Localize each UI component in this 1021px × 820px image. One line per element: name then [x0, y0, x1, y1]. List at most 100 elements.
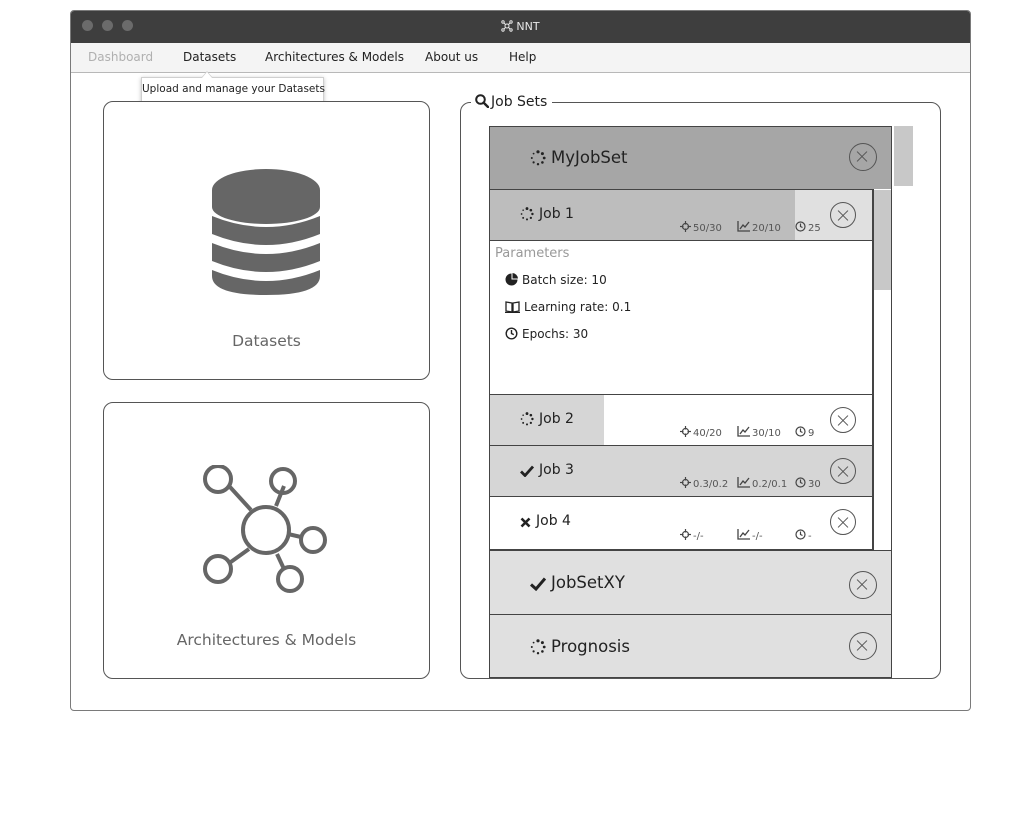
time-value: 25 [808, 223, 821, 234]
close-job-button[interactable] [830, 202, 856, 228]
time-value: 9 [808, 428, 815, 439]
book-icon [505, 301, 520, 314]
job-progress-bar [490, 395, 604, 445]
menu-dashboard[interactable]: Dashboard [88, 50, 154, 64]
spinner-icon [530, 639, 546, 655]
job-1-parameters: Parameters Batch size: 10 Learning rate:… [489, 241, 873, 395]
job-title: Job 1 [520, 206, 574, 222]
close-job-button[interactable] [830, 509, 856, 535]
jobsets-legend-label: Job Sets [491, 94, 548, 110]
performance-stat: -/- [737, 529, 763, 542]
jobsets-scrollbar-thumb[interactable] [894, 126, 913, 186]
search-icon [475, 94, 490, 109]
line-chart-icon [737, 426, 750, 437]
x-mark-icon [520, 517, 531, 528]
epochs-value: 50/30 [693, 223, 722, 234]
close-window-dot[interactable] [82, 20, 93, 31]
performance-value: 30/10 [752, 428, 781, 439]
job-name: Job 3 [539, 462, 574, 478]
line-chart-icon [737, 221, 750, 232]
learning-rate-label: Learning rate: 0.1 [524, 300, 632, 314]
epochs-param-label: Epochs: 30 [522, 327, 589, 341]
jobsets-scrollbar[interactable] [894, 126, 913, 678]
spinner-icon [520, 412, 534, 426]
batch-size-label: Batch size: 10 [522, 273, 607, 287]
epochs-value: 40/20 [693, 428, 722, 439]
time-stat: 30 [795, 477, 821, 490]
job-title: Job 4 [520, 513, 571, 529]
clock-icon [795, 477, 806, 488]
window-title: NNT [516, 20, 540, 33]
job-progress-bar [490, 190, 795, 240]
jobsets-panel [460, 102, 941, 679]
clock-icon [505, 327, 518, 340]
minimize-window-dot[interactable] [102, 20, 113, 31]
menu-help[interactable]: Help [509, 50, 537, 64]
job-2[interactable]: Job 2 40/20 30/10 9 [489, 394, 873, 446]
close-jobset-button[interactable] [849, 632, 877, 660]
job-name: Job 1 [539, 206, 574, 222]
line-chart-icon [737, 477, 750, 488]
epochs-stat: -/- [680, 529, 704, 542]
datasets-card-label: Datasets [232, 332, 301, 350]
learning-rate-row: Learning rate: 0.1 [505, 300, 631, 314]
maximize-window-dot[interactable] [122, 20, 133, 31]
time-stat: 25 [795, 221, 821, 234]
jobset-name: Prognosis [551, 637, 630, 656]
crosshair-icon [680, 477, 691, 488]
jobset-myjobset[interactable]: MyJobSet [489, 126, 892, 190]
crosshair-icon [680, 426, 691, 437]
clock-icon [795, 426, 806, 437]
jobs-scrollbar-thumb[interactable] [874, 190, 891, 290]
app-logo-icon [501, 20, 514, 32]
parameters-title: Parameters [495, 246, 570, 261]
architectures-card-label: Architectures & Models [176, 631, 357, 649]
jobsets-list: MyJobSet Job 1 50 [489, 126, 894, 678]
performance-stat: 20/10 [737, 221, 781, 234]
close-job-button[interactable] [830, 407, 856, 433]
line-chart-icon [737, 529, 750, 540]
menu-datasets[interactable]: Datasets [183, 50, 237, 64]
jobset-name: JobSetXY [551, 573, 625, 592]
pie-chart-icon [505, 273, 518, 286]
epochs-stat: 40/20 [680, 426, 722, 439]
performance-stat: 30/10 [737, 426, 781, 439]
job-title: Job 2 [520, 411, 574, 427]
jobset-title: Prognosis [530, 637, 630, 656]
job-1[interactable]: Job 1 50/30 20/10 25 [489, 189, 873, 241]
performance-value: 20/10 [752, 223, 781, 234]
epochs-stat: 0.3/0.2 [680, 477, 728, 490]
title-bar: NNT [71, 11, 970, 43]
jobset-jobsetxy[interactable]: JobSetXY [489, 550, 892, 615]
clock-icon [795, 221, 806, 232]
jobs-list: Job 1 50/30 20/10 25 Parameters Batch si… [489, 189, 873, 550]
jobsets-legend: Job Sets [471, 94, 553, 110]
epochs-value: -/- [693, 531, 704, 542]
job-4[interactable]: Job 4 -/- -/- - [489, 496, 873, 550]
checkmark-icon [529, 577, 547, 592]
close-jobset-button[interactable] [849, 143, 877, 171]
jobset-title: JobSetXY [529, 573, 625, 592]
close-job-button[interactable] [830, 458, 856, 484]
epochs-value: 0.3/0.2 [693, 479, 729, 490]
jobset-prognosis[interactable]: Prognosis [489, 614, 892, 678]
time-value: - [808, 531, 812, 542]
job-name: Job 2 [539, 411, 574, 427]
architectures-card[interactable]: Architectures & Models [103, 402, 430, 679]
time-value: 30 [808, 479, 821, 490]
job-3[interactable]: Job 3 0.3/0.2 0.2/0.1 30 [489, 445, 873, 497]
database-icon [212, 169, 320, 295]
crosshair-icon [680, 529, 691, 540]
performance-value: 0.2/0.1 [752, 479, 788, 490]
time-stat: 9 [795, 426, 814, 439]
jobset-name: MyJobSet [551, 148, 628, 167]
datasets-card[interactable]: Datasets [103, 101, 430, 380]
spinner-icon [530, 150, 546, 166]
close-jobset-button[interactable] [849, 571, 877, 599]
menu-about-us[interactable]: About us [425, 50, 479, 64]
menu-bar: Dashboard Datasets Architectures & Model… [71, 43, 970, 73]
menu-architectures-models[interactable]: Architectures & Models [265, 50, 404, 64]
epochs-stat: 50/30 [680, 221, 722, 234]
batch-size-row: Batch size: 10 [505, 273, 607, 287]
epochs-row: Epochs: 30 [505, 327, 588, 341]
